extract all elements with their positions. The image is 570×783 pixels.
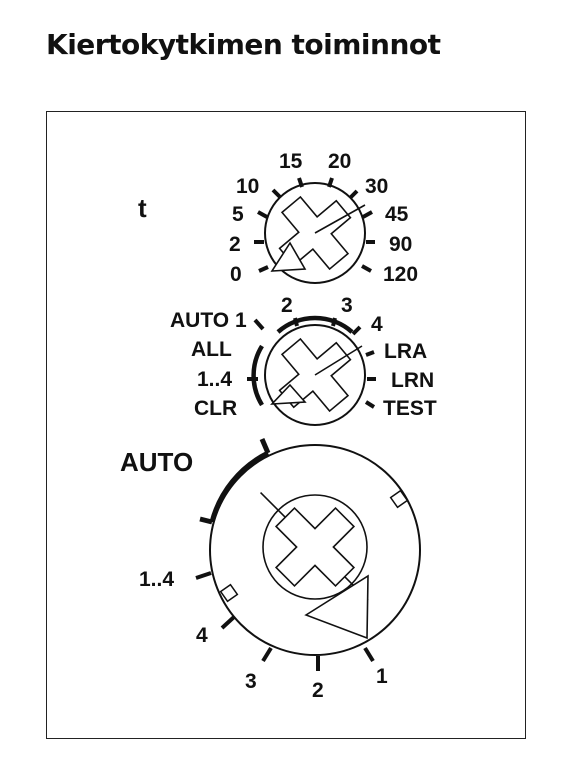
time-scale-label: 0	[230, 263, 242, 286]
main-auto-arc	[209, 450, 270, 523]
diagram-frame	[46, 111, 526, 739]
mode-knob-ticks	[247, 317, 376, 409]
tick	[293, 317, 299, 327]
tick	[327, 177, 334, 188]
marker-square	[219, 583, 239, 603]
mode-knob-pointer-line	[314, 345, 363, 376]
time-knob: t 0 2 5 10 15 20 30 45 90 120	[138, 150, 418, 286]
main-position-label: 2	[312, 679, 324, 702]
tick	[199, 516, 213, 525]
mode-label: LRN	[391, 369, 434, 392]
time-symbol: t	[138, 193, 147, 223]
tick	[348, 189, 359, 200]
marker-square	[389, 489, 409, 509]
time-scale-label: 15	[279, 150, 303, 173]
main-knob-ticks	[195, 571, 375, 671]
tick	[365, 350, 375, 357]
mode-knob: AUTO 1 ALL 1..4 CLR 2 3 4 LRA LRN TEST	[170, 294, 437, 426]
tick	[271, 188, 282, 199]
main-position-label: 3	[245, 670, 257, 693]
tick	[364, 400, 376, 409]
mode-label: CLR	[194, 397, 237, 420]
tick	[363, 646, 375, 663]
main-knob: AUTO 1..4 4 3 2 1	[120, 438, 421, 702]
tick	[253, 318, 265, 331]
mode-label: 1..4	[197, 368, 232, 391]
tick	[261, 646, 273, 663]
tick	[361, 264, 372, 273]
time-scale-label: 120	[383, 263, 418, 286]
mode-label: TEST	[383, 397, 437, 420]
mode-label: 3	[341, 294, 353, 317]
mode-label: 4	[371, 313, 383, 336]
tick	[351, 325, 362, 336]
time-scale-label: 90	[389, 233, 412, 256]
mode-label: ALL	[191, 338, 232, 361]
tick	[195, 571, 212, 580]
tick	[220, 615, 236, 630]
mode-label: LRA	[384, 340, 427, 363]
mode-label: 2	[281, 294, 293, 317]
main-position-label: 4	[196, 624, 208, 647]
main-auto-label: AUTO	[120, 447, 193, 477]
time-scale-label: 5	[232, 203, 244, 226]
time-scale-label: 30	[365, 175, 388, 198]
time-scale-label: 20	[328, 150, 351, 173]
mode-label: AUTO 1	[170, 309, 247, 332]
main-position-label: 1..4	[139, 568, 174, 591]
mode-auto-arc	[251, 344, 264, 407]
main-position-label: 1	[376, 665, 388, 688]
mode-top-arc	[276, 315, 354, 334]
tick	[257, 210, 268, 219]
tick	[362, 210, 373, 219]
time-knob-ticks	[254, 177, 375, 273]
time-scale-label: 45	[385, 203, 409, 226]
page-title: Kiertokytkimen toiminnot	[46, 28, 441, 61]
time-scale-label: 10	[236, 175, 259, 198]
time-knob-pointer-arrow	[270, 241, 307, 272]
time-scale-label: 2	[229, 233, 241, 256]
tick	[258, 265, 269, 273]
tick	[331, 317, 337, 327]
time-knob-pointer-line	[314, 204, 366, 234]
main-knob-pointer-arrow	[304, 574, 369, 640]
tick	[297, 177, 304, 188]
mode-knob-pointer-arrow	[270, 383, 307, 405]
tick	[259, 438, 271, 454]
